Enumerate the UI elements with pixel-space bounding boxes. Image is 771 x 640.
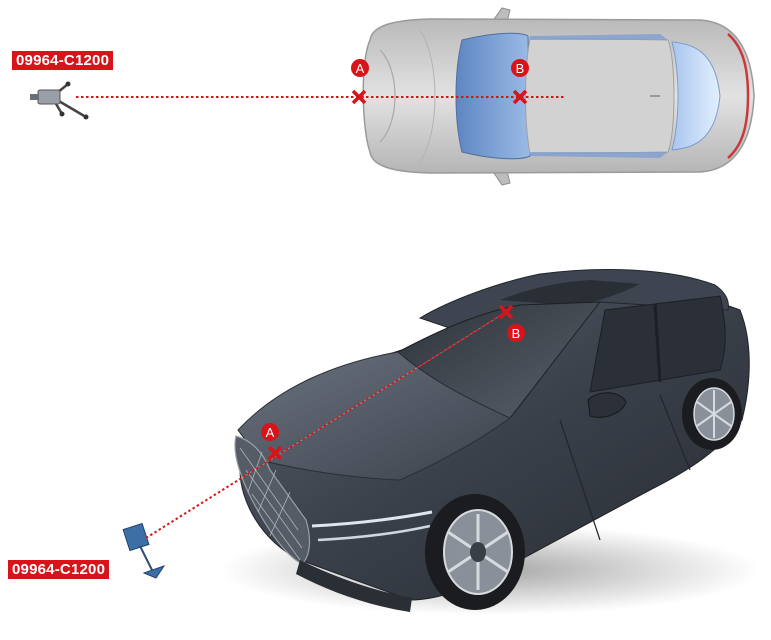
- car-front-wheel: [425, 494, 525, 610]
- car-headlight-lower: [317, 524, 431, 542]
- car-side-mirror: [587, 392, 627, 418]
- top-tool-icon: [30, 81, 89, 120]
- bottom-point-b-cross: [498, 304, 514, 320]
- top-point-a-badge: A: [351, 59, 369, 77]
- top-point-b-badge: B: [511, 59, 529, 77]
- top-view-car: [362, 7, 755, 186]
- top-car-tail-lights: [727, 33, 750, 159]
- car-rear-wheel: [682, 378, 742, 450]
- top-car-rear-glass: [671, 41, 721, 151]
- bottom-point-a-cross: [267, 445, 283, 461]
- bottom-point-b-badge: B: [507, 324, 525, 342]
- perspective-car: [220, 268, 760, 615]
- top-point-b-cross: [512, 89, 528, 105]
- bottom-tool-icon: [122, 522, 166, 579]
- svg-text:B: B: [516, 61, 525, 76]
- car-hood: [237, 351, 511, 481]
- tool-label-top: 09964-C1200: [12, 51, 114, 70]
- tool-label-bottom: 09964-C1200: [8, 560, 110, 579]
- bottom-sight-line: [145, 311, 507, 539]
- svg-text:A: A: [266, 425, 275, 440]
- bottom-point-a-badge: A: [261, 423, 279, 441]
- car-headlight-upper: [311, 510, 433, 528]
- svg-text:A: A: [356, 61, 365, 76]
- top-point-a-cross: [351, 89, 367, 105]
- svg-text:B: B: [512, 326, 521, 341]
